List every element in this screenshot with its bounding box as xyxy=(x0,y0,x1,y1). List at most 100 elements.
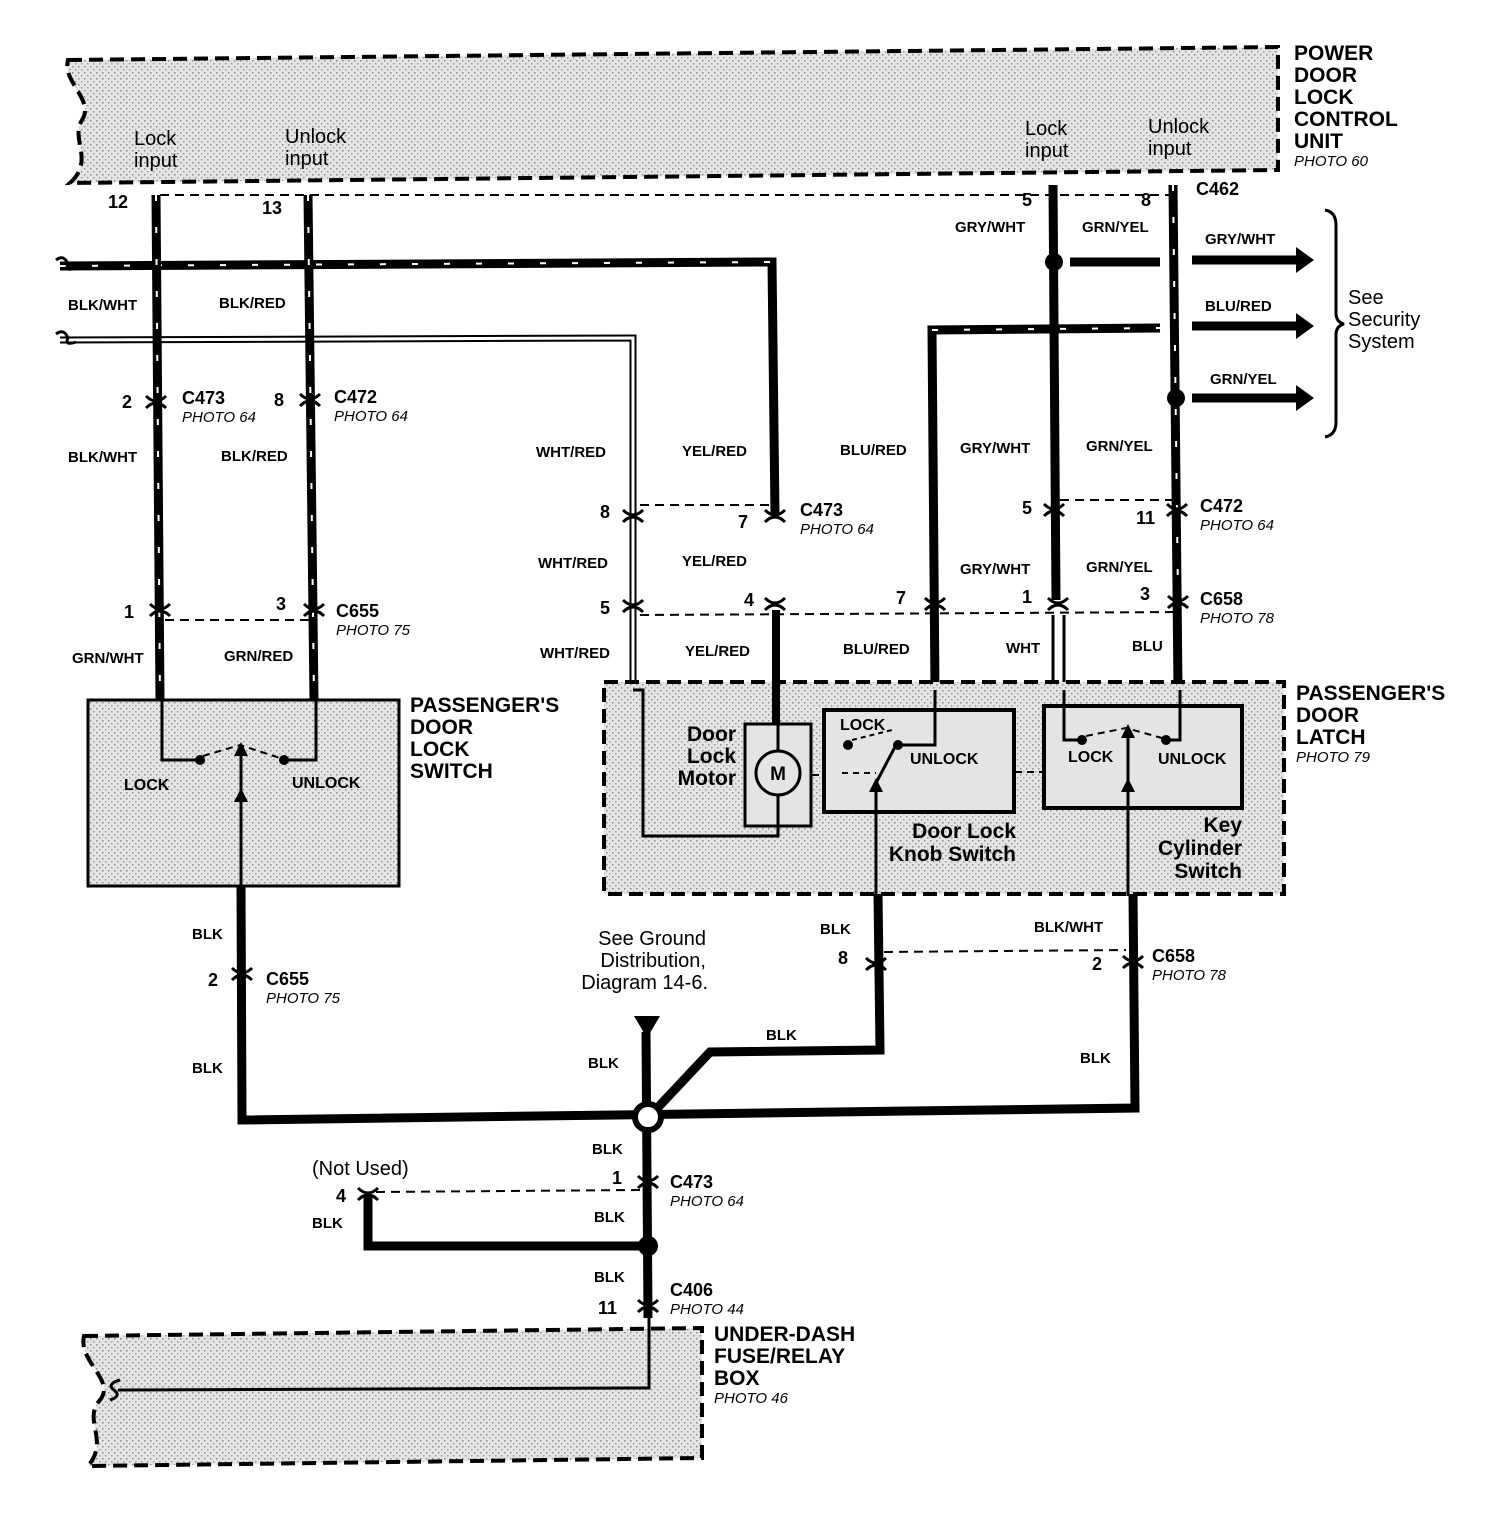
connector-c473-b-label: C473 xyxy=(800,500,843,520)
wire-blk-red-unlock xyxy=(303,194,319,701)
pin-8-top: 8 xyxy=(1141,190,1151,210)
motor-symbol-letter: M xyxy=(770,764,786,785)
key-cylinder-lock: LOCK xyxy=(1068,749,1114,766)
splice-grn-yel xyxy=(1167,389,1185,407)
connector-c473-a-photo: PHOTO 64 xyxy=(182,409,256,426)
connector-c472-b-photo: PHOTO 64 xyxy=(1200,517,1274,534)
door-lock-switch-unlock: UNLOCK xyxy=(292,775,361,792)
knob-switch-lock: LOCK xyxy=(840,717,886,734)
fuse-box-title-1: UNDER-DASH xyxy=(714,1323,855,1346)
label-blk-wht-mid: BLK/WHT xyxy=(68,449,137,466)
label-security-blu-red: BLU/RED xyxy=(1205,298,1272,315)
control-unit-photo: PHOTO 60 xyxy=(1294,153,1369,170)
label-wht-red-1: WHT/RED xyxy=(536,444,606,461)
label-grn-red: GRN/RED xyxy=(224,648,293,665)
ground-splice-main xyxy=(632,1101,664,1133)
pin-3-a: 3 xyxy=(276,594,286,614)
control-unit-label: POWER DOOR LOCK CONTROL UNIT PHOTO 60 xyxy=(1294,42,1398,170)
security-stubs xyxy=(1192,208,1345,439)
knob-switch-box xyxy=(822,708,1016,814)
label-security-grn-yel: GRN/YEL xyxy=(1210,371,1277,388)
key-cylinder-title-2: Cylinder xyxy=(1158,837,1242,860)
knob-switch-unlock: UNLOCK xyxy=(910,751,979,768)
pin-11-b: 11 xyxy=(1136,508,1155,528)
door-lock-switch-title-3: LOCK xyxy=(410,738,470,761)
label-yel-red-1: YEL/RED xyxy=(682,443,747,460)
connector-c406-label: C406 xyxy=(670,1280,713,1300)
ground-arrow xyxy=(634,1016,660,1038)
control-unit-title-2: DOOR xyxy=(1294,64,1357,87)
lock-input-label-1a: Lock xyxy=(134,128,177,150)
fuse-box-ground-wire xyxy=(117,1318,651,1392)
unlock-input-label-2b: input xyxy=(1148,138,1192,160)
knob-switch-title-2: Knob Switch xyxy=(889,843,1016,866)
lock-input-label-2b: input xyxy=(1025,140,1069,162)
connector-c406 xyxy=(636,1298,660,1314)
connector-c658-a-label: C658 xyxy=(1200,589,1243,609)
control-unit-title-1: POWER xyxy=(1294,42,1373,65)
label-yel-red-3: YEL/RED xyxy=(685,643,750,660)
motor-title-1: Door xyxy=(687,723,736,746)
connector-c472-b xyxy=(1042,502,1189,518)
label-gry-wht-1: GRY/WHT xyxy=(960,440,1030,457)
label-blk-wht-top: BLK/WHT xyxy=(68,297,137,314)
pin-4-f: 4 xyxy=(336,1186,346,1206)
label-blk-red-mid: BLK/RED xyxy=(221,448,288,465)
wire-blu-red xyxy=(927,323,1161,691)
ground-note-1: See Ground xyxy=(598,928,706,950)
connector-c655-a xyxy=(148,602,326,618)
label-blu: BLU xyxy=(1132,638,1163,655)
label-yel-red-2: YEL/RED xyxy=(682,553,747,570)
pin-2-d: 2 xyxy=(208,970,218,990)
label-blk-g6: BLK xyxy=(594,1209,625,1226)
ground-note-3: Diagram 14-6. xyxy=(581,972,708,994)
wire-blk-ground-bus xyxy=(236,885,1140,1125)
label-wht-red-3: WHT/RED xyxy=(540,645,610,662)
connector-c473-a xyxy=(144,394,168,410)
control-unit-title-5: UNIT xyxy=(1294,130,1343,153)
connector-c473-c-label: C473 xyxy=(670,1172,713,1192)
label-gry-wht-2: GRY/WHT xyxy=(960,561,1030,578)
pin-4-c: 4 xyxy=(744,590,754,610)
connector-c473-b-photo: PHOTO 64 xyxy=(800,521,874,538)
pin-7-c: 7 xyxy=(896,588,906,608)
connector-c658-a xyxy=(621,594,1190,614)
connector-c472-a-label: C472 xyxy=(334,387,377,407)
label-wht: WHT xyxy=(1006,640,1040,657)
label-blk-g7: BLK xyxy=(594,1269,625,1286)
label-wht-red-2: WHT/RED xyxy=(538,555,608,572)
connector-c472-b-label: C472 xyxy=(1200,496,1243,516)
label-blk-g4: BLK xyxy=(592,1141,623,1158)
control-unit-title-4: CONTROL xyxy=(1294,108,1398,131)
connector-c655-a-photo: PHOTO 75 xyxy=(336,622,411,639)
motor-title-2: Lock xyxy=(687,745,736,768)
fuse-box-title-3: BOX xyxy=(714,1367,760,1390)
wire-blk-wht-lock xyxy=(151,194,165,701)
pin-1-f: 1 xyxy=(612,1168,622,1188)
unlock-input-label-2a: Unlock xyxy=(1148,116,1210,138)
security-note-3: System xyxy=(1348,331,1415,353)
pin-8-a: 8 xyxy=(274,390,284,410)
pin-7-b: 7 xyxy=(738,512,748,532)
label-blk-g2: BLK xyxy=(1080,1050,1111,1067)
key-cylinder-box xyxy=(1042,704,1244,810)
pin-3-c: 3 xyxy=(1140,584,1150,604)
pin-1-a: 1 xyxy=(124,602,134,622)
label-grn-yel-2: GRN/YEL xyxy=(1086,559,1153,576)
label-blk-red-top: BLK/RED xyxy=(219,295,286,312)
label-blk-sw2: BLK xyxy=(192,1060,223,1077)
motor-title-3: Motor xyxy=(678,767,736,790)
key-cylinder-unlock: UNLOCK xyxy=(1158,751,1227,768)
door-latch-title-2: DOOR xyxy=(1296,704,1359,727)
label-security-gry-wht: GRY/WHT xyxy=(1205,231,1275,248)
pin-8-b: 8 xyxy=(600,502,610,522)
wire-grn-yel-blu xyxy=(1168,184,1183,691)
connector-c473-b xyxy=(621,508,787,524)
connector-c473-a-label: C473 xyxy=(182,388,225,408)
connector-c655-a-label: C655 xyxy=(336,601,379,621)
door-lock-switch-lock: LOCK xyxy=(124,777,170,794)
connector-c658-b-label: C658 xyxy=(1152,946,1195,966)
security-note-1: See xyxy=(1348,287,1384,309)
unlock-input-label-1b: input xyxy=(285,148,329,170)
